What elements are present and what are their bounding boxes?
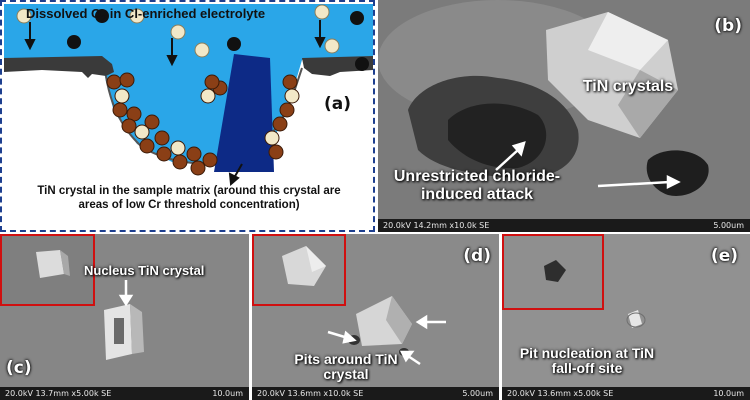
sem-footer-d: 20.0kV 13.6mm x10.0k SE 5.00um [252,387,499,400]
panel-a-schematic: Dissolved O2 in Cl-enriched electrolyte … [0,0,375,232]
sem-image-b [378,0,750,232]
sem-footer-e: 20.0kV 13.6mm x5.00k SE 10.0um [502,387,750,400]
electrolyte-region [4,4,373,60]
panel-e-sem: (e) Pit nucleation at TiN fall-off site … [502,234,750,400]
inset-d [252,234,346,306]
matrix-surface-right [302,56,373,76]
tin-crystal-caption: TiN crystal in the sample matrix (around… [37,185,341,212]
panel-d-sem: (d) Pits around TiN crystal 20.0kV 13.6m… [252,234,499,400]
inset-c [0,234,95,306]
pits-around-tin-label: Pits around TiN crystal [294,351,398,383]
tin-crystal-shape [214,54,274,172]
panel-d-letter: (d) [463,246,491,266]
matrix-surface-left [4,56,114,78]
panel-c-letter: (c) [6,358,32,378]
electrolyte-label: Dissolved O2 in Cl-enriched electrolyte [26,6,266,24]
panel-b-sem: (b) TiN crystals Unrestricted chloride-i… [378,0,750,232]
pit-schematic-drawing [4,4,373,187]
panel-b-letter: (b) [714,16,742,36]
chloride-attack-label: Unrestricted chloride-induced attack [393,168,561,203]
inset-e [502,234,604,310]
panel-a-letter: (a) [324,94,352,114]
tin-crystals-label: TiN crystals [582,78,674,95]
pit-nucleation-label: Pit nucleation at TiN fall-off site [519,345,655,377]
sem-footer-b: 20.0kV 14.2mm x10.0k SE 5.00um [378,219,750,232]
small-pit [646,150,709,196]
panel-c-sem: Nucleus TiN crystal (c) 20.0kV 13.7mm x5… [0,234,249,400]
fall-off-site-e [628,310,642,328]
sem-footer-c: 20.0kV 13.7mm x5.00k SE 10.0um [0,387,249,400]
panel-e-letter: (e) [710,246,738,266]
nucleus-tin-label: Nucleus TiN crystal [84,263,205,278]
